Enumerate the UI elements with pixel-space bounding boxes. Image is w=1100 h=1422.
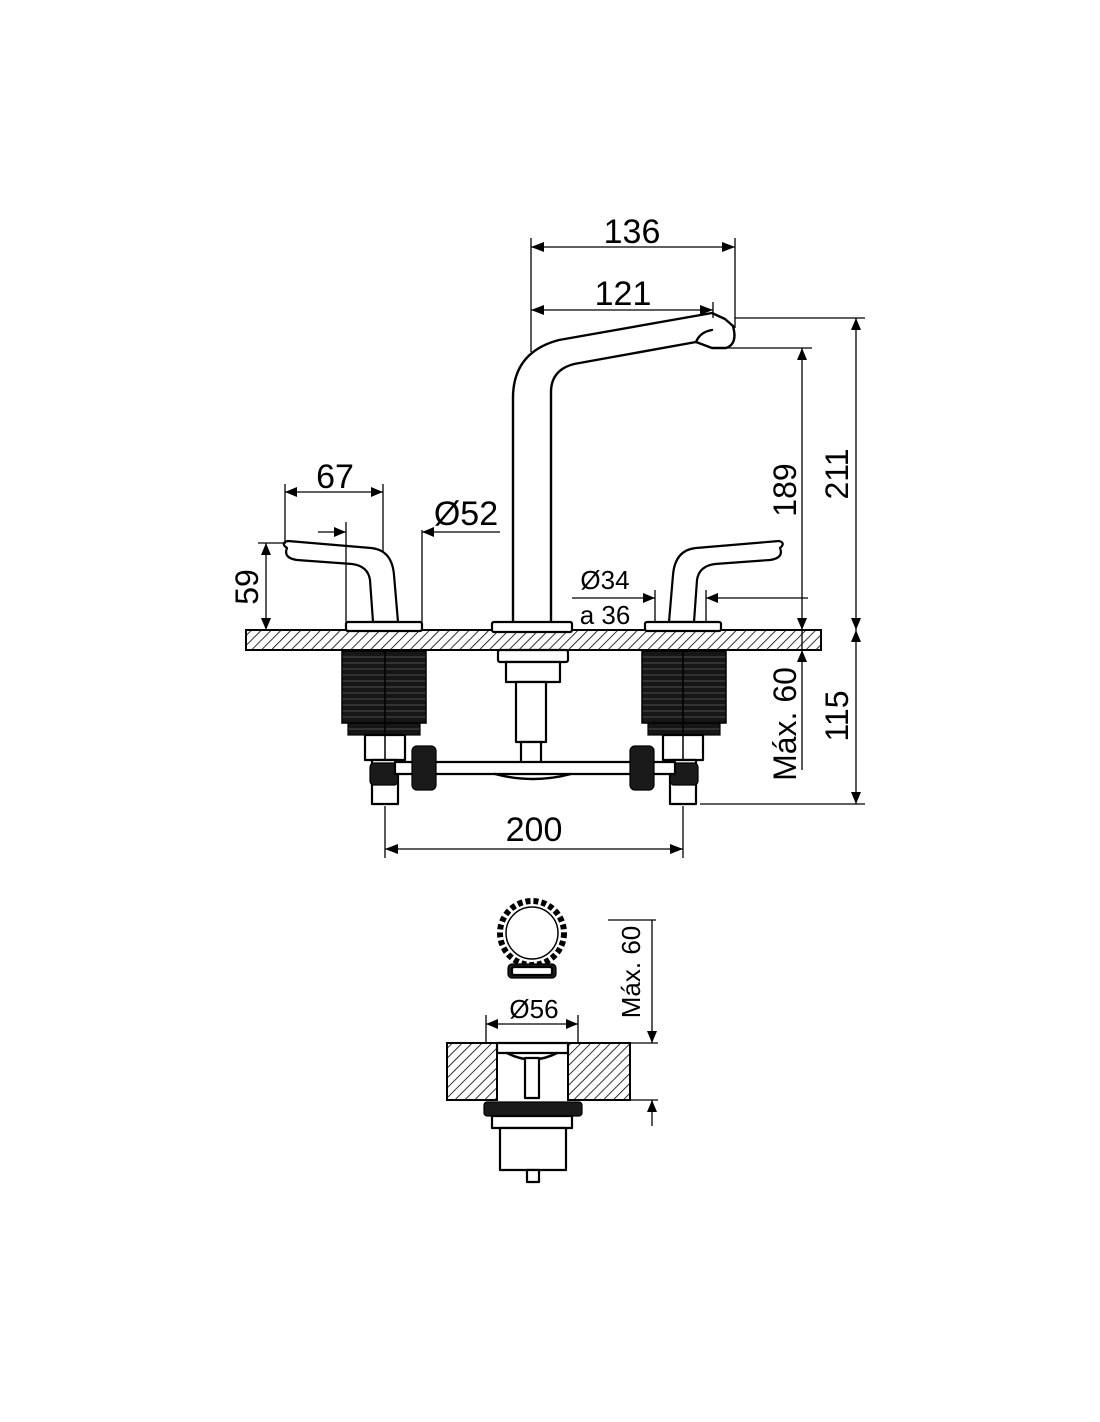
faucet-elevation — [245, 311, 822, 806]
right-handle — [643, 539, 784, 633]
dim-d56-label: Ø56 — [509, 994, 558, 1024]
dim-189-label: 189 — [767, 463, 803, 516]
dim-200-label: 200 — [506, 811, 563, 849]
left-handle-base — [344, 620, 424, 633]
left-valve-body — [341, 650, 427, 806]
left-handle — [282, 539, 424, 633]
spout-shank — [496, 648, 570, 772]
dim-115-label: 115 — [819, 690, 855, 741]
connector-pipes — [393, 745, 677, 791]
drain-cap-outer — [497, 898, 567, 968]
dim-d34-label: Ø34 — [580, 565, 629, 595]
dim-67-label: 67 — [316, 458, 354, 496]
drain-detail: Ø56 Máx. 60 — [446, 898, 658, 1184]
left-nut — [411, 745, 437, 791]
spout-base — [490, 620, 574, 634]
spout — [490, 311, 736, 634]
dim-211-label: 211 — [819, 448, 855, 499]
drain-deck-right — [567, 1042, 631, 1101]
dim-d52-label: Ø52 — [434, 495, 498, 533]
dim-drain-max60-label: Máx. 60 — [616, 926, 646, 1019]
dim-136-label: 136 — [604, 213, 661, 251]
dim-121-label: 121 — [595, 275, 652, 313]
right-valve-body — [641, 650, 727, 806]
elevation-dimensions: 136 121 67 Ø52 59 Ø34 — [229, 213, 865, 858]
drain-deck-left — [446, 1042, 498, 1101]
dim-a36-label: a 36 — [580, 600, 631, 630]
dim-max60-label: Máx. 60 — [767, 667, 803, 781]
right-handle-base — [643, 620, 723, 633]
dim-59-label: 59 — [229, 569, 265, 605]
right-nut — [629, 745, 655, 791]
